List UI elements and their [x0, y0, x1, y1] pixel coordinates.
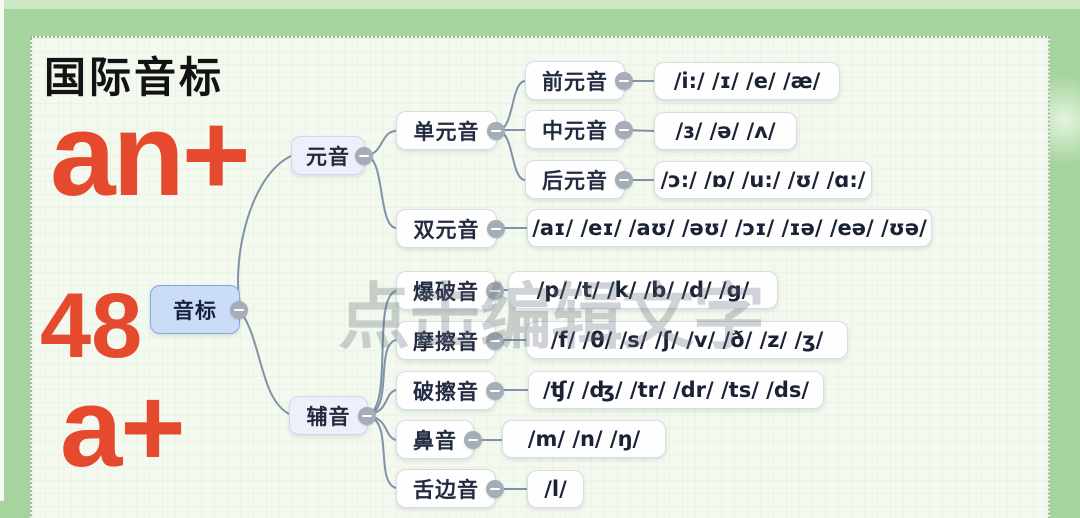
collapse-minus-icon[interactable]: [486, 381, 504, 400]
node-label: 爆破音: [413, 280, 479, 304]
symbols-nasal[interactable]: /m/ /n/ /ŋ/: [502, 420, 666, 458]
symbols-text: /p/ /t/ /k/ /b/ /d/ /g/: [536, 278, 750, 302]
node-label: 破擦音: [413, 380, 479, 404]
symbols-fricative[interactable]: /f/ /θ/ /s/ /ʃ/ /v/ /ð/ /z/ /ʒ/: [526, 321, 848, 359]
node-label: 摩擦音: [413, 330, 479, 354]
node-lateral[interactable]: 舌边音: [396, 469, 504, 508]
node-nasal[interactable]: 鼻音: [396, 420, 482, 459]
node-consonant[interactable]: 辅音: [289, 396, 376, 435]
node-label: 后元音: [542, 169, 608, 193]
node-label: 辅音: [306, 405, 351, 429]
node-label: 鼻音: [413, 429, 457, 453]
symbols-affricate[interactable]: /ʧ/ /ʤ/ /tr/ /dr/ /ts/ /ds/: [528, 371, 824, 409]
node-label: 双元音: [413, 218, 480, 242]
node-root-yinbiao[interactable]: 音标: [150, 285, 248, 334]
symbols-lateral[interactable]: /l/: [527, 470, 584, 508]
symbols-back-vowel[interactable]: /ɔ:/ /ɒ/ /u:/ /ʊ/ /ɑ:/: [654, 161, 872, 199]
symbols-central-vowel[interactable]: /ɜ/ /ə/ /ʌ/: [654, 112, 797, 150]
symbols-diphthong[interactable]: /aɪ/ /eɪ/ /aʊ/ /əʊ/ /ɔɪ/ /ɪə/ /eə/ /ʊə/: [527, 209, 932, 247]
collapse-minus-icon[interactable]: [464, 430, 482, 449]
node-plosive[interactable]: 爆破音: [396, 271, 504, 310]
symbols-text: /ɜ/ /ə/ /ʌ/: [675, 119, 776, 143]
node-vowel[interactable]: 元音: [291, 136, 373, 175]
node-back-vowel[interactable]: 后元音: [525, 160, 633, 199]
collapse-minus-icon[interactable]: [487, 219, 505, 238]
collapse-minus-icon[interactable]: [615, 170, 633, 189]
node-label: 单元音: [413, 120, 480, 144]
symbols-plosive[interactable]: /p/ /t/ /k/ /b/ /d/ /g/: [508, 271, 778, 309]
collapse-minus-icon[interactable]: [487, 121, 505, 140]
node-monophthong[interactable]: 单元音: [396, 111, 505, 150]
symbols-text: /l/: [544, 477, 567, 501]
symbols-text: /i:/ /ɪ/ /e/ /æ/: [673, 69, 821, 93]
decor-text-48[interactable]: 48: [40, 275, 143, 377]
collapse-minus-icon[interactable]: [486, 479, 504, 498]
top-strip: [0, 0, 1080, 9]
node-affricate[interactable]: 破擦音: [396, 371, 504, 410]
symbols-text: /m/ /n/ /ŋ/: [527, 427, 641, 451]
node-label: 舌边音: [413, 478, 479, 502]
symbols-text: /f/ /θ/ /s/ /ʃ/ /v/ /ð/ /z/ /ʒ/: [550, 328, 824, 352]
left-edge-highlight: [0, 0, 4, 501]
decor-text-an[interactable]: an+: [50, 89, 251, 221]
collapse-minus-icon[interactable]: [486, 281, 504, 300]
node-fricative[interactable]: 摩擦音: [396, 321, 504, 360]
node-front-vowel[interactable]: 前元音: [525, 61, 633, 100]
collapse-minus-icon[interactable]: [230, 300, 248, 319]
collapse-minus-icon[interactable]: [486, 331, 504, 350]
node-label: 元音: [306, 145, 350, 169]
collapse-minus-icon[interactable]: [615, 120, 633, 139]
collapse-minus-icon[interactable]: [355, 146, 373, 165]
symbols-text: /aɪ/ /eɪ/ /aʊ/ /əʊ/ /ɔɪ/ /ɪə/ /eə/ /ʊə/: [532, 216, 927, 240]
node-label: 音标: [173, 299, 217, 323]
node-central-vowel[interactable]: 中元音: [525, 110, 633, 149]
decor-text-a[interactable]: a+: [60, 365, 186, 490]
node-label: 前元音: [542, 70, 608, 94]
symbols-text: /ʧ/ /ʤ/ /tr/ /dr/ /ts/ /ds/: [542, 378, 810, 402]
collapse-minus-icon[interactable]: [358, 406, 376, 425]
page-title[interactable]: 国际音标: [44, 54, 225, 101]
node-label: 中元音: [542, 119, 608, 143]
symbols-front-vowel[interactable]: /i:/ /ɪ/ /e/ /æ/: [654, 62, 840, 100]
collapse-minus-icon[interactable]: [615, 71, 633, 90]
symbols-text: /ɔ:/ /ɒ/ /u:/ /ʊ/ /ɑ:/: [660, 168, 866, 192]
node-diphthong[interactable]: 双元音: [396, 209, 505, 248]
